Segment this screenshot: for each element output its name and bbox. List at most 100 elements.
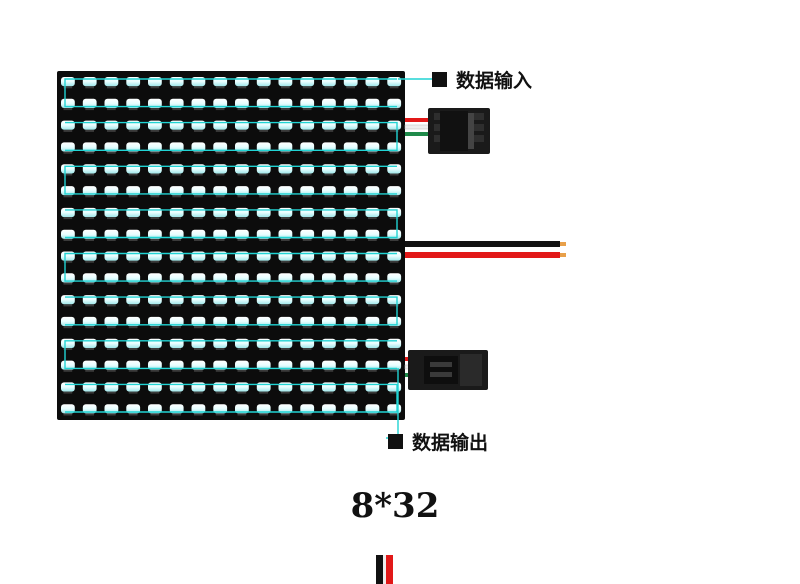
led-driver-chip xyxy=(346,151,355,154)
led-driver-chip xyxy=(172,326,181,329)
led-driver-chip xyxy=(194,369,203,372)
led-driver-chip xyxy=(128,348,138,350)
led-driver-chip xyxy=(172,282,181,285)
square-bullet-icon xyxy=(432,72,447,87)
led-driver-chip xyxy=(128,173,138,176)
led-driver-chip xyxy=(128,195,138,198)
led-driver-chip xyxy=(63,326,73,329)
led-driver-chip xyxy=(237,413,247,416)
led-pixel xyxy=(387,273,402,283)
led-pixel xyxy=(343,186,358,196)
led-driver-chip xyxy=(172,151,181,154)
led-driver-chip xyxy=(128,151,138,154)
led-driver-chip xyxy=(281,151,290,154)
led-driver-chip xyxy=(85,129,94,132)
led-driver-chip xyxy=(237,86,247,89)
led-driver-chip xyxy=(259,86,268,89)
led-driver-chip xyxy=(172,304,181,307)
led-pixel xyxy=(235,273,249,283)
led-driver-chip xyxy=(324,391,334,394)
led-driver-chip xyxy=(215,86,225,89)
led-pixel xyxy=(365,229,380,239)
led-driver-chip xyxy=(194,282,203,285)
led-driver-chip xyxy=(215,282,225,285)
led-driver-chip xyxy=(259,239,268,241)
led-driver-chip xyxy=(194,348,203,350)
led-pixel xyxy=(235,98,249,108)
led-driver-chip xyxy=(128,391,138,394)
led-driver-chip xyxy=(368,239,377,241)
led-driver-chip xyxy=(215,129,225,132)
led-driver-chip xyxy=(281,282,290,285)
led-driver-chip xyxy=(150,129,160,132)
led-driver-chip xyxy=(324,348,334,350)
led-driver-chip xyxy=(237,348,247,350)
led-driver-chip xyxy=(63,304,73,307)
led-driver-chip xyxy=(85,282,94,285)
led-pixel xyxy=(343,316,358,327)
led-driver-chip xyxy=(281,195,290,198)
led-pixel xyxy=(169,360,184,370)
led-driver-chip xyxy=(128,129,138,132)
led-driver-chip xyxy=(324,260,334,263)
led-driver-chip xyxy=(389,326,399,329)
led-driver-chip xyxy=(389,413,399,416)
led-pixel xyxy=(82,98,97,108)
led-driver-chip xyxy=(389,304,399,307)
led-pixel xyxy=(126,98,141,108)
led-pixel xyxy=(256,360,271,370)
led-driver-chip xyxy=(302,391,312,394)
led-pixel xyxy=(148,98,162,108)
led-driver-chip xyxy=(346,326,355,329)
led-pixel xyxy=(148,273,162,283)
led-pixel xyxy=(169,186,184,196)
led-driver-chip xyxy=(150,260,160,263)
led-driver-chip xyxy=(85,326,94,329)
led-pixel xyxy=(148,142,162,152)
led-driver-chip xyxy=(368,304,377,307)
led-driver-chip xyxy=(172,195,181,198)
led-driver-chip xyxy=(215,151,225,154)
led-driver-chip xyxy=(85,260,94,263)
led-driver-chip xyxy=(281,239,290,241)
led-pixel xyxy=(343,98,358,108)
led-driver-chip xyxy=(85,151,94,154)
led-driver-chip xyxy=(346,304,355,307)
led-driver-chip xyxy=(302,108,312,111)
led-driver-chip xyxy=(63,260,73,263)
led-driver-chip xyxy=(150,282,160,285)
led-pixel xyxy=(104,229,119,239)
led-driver-chip xyxy=(128,304,138,307)
led-pixel xyxy=(256,316,271,327)
led-driver-chip xyxy=(63,173,73,176)
led-driver-chip xyxy=(281,108,290,111)
led-pixel xyxy=(82,404,97,414)
led-driver-chip xyxy=(368,86,377,89)
led-driver-chip xyxy=(237,282,247,285)
led-driver-chip xyxy=(281,129,290,132)
led-driver-chip xyxy=(324,304,334,307)
led-pixel xyxy=(278,142,293,152)
square-bullet-icon xyxy=(388,434,403,449)
led-driver-chip xyxy=(324,239,334,241)
led-driver-chip xyxy=(259,151,268,154)
led-driver-chip xyxy=(172,369,181,372)
led-driver-chip xyxy=(215,369,225,372)
led-driver-chip xyxy=(107,413,116,416)
led-pixel xyxy=(82,142,97,152)
led-driver-chip xyxy=(346,282,355,285)
led-pixel xyxy=(213,229,228,239)
led-driver-chip xyxy=(324,282,334,285)
led-driver-chip xyxy=(237,151,247,154)
led-pixel xyxy=(104,404,119,414)
led-driver-chip xyxy=(194,413,203,416)
led-pixel xyxy=(82,186,97,196)
led-driver-chip xyxy=(259,348,268,350)
led-pixel xyxy=(278,186,293,196)
led-pixel xyxy=(61,229,75,239)
led-pixel xyxy=(169,273,184,283)
led-driver-chip xyxy=(172,217,181,220)
led-pixel xyxy=(235,360,249,370)
data-input-label: 数据输入 xyxy=(432,66,532,93)
